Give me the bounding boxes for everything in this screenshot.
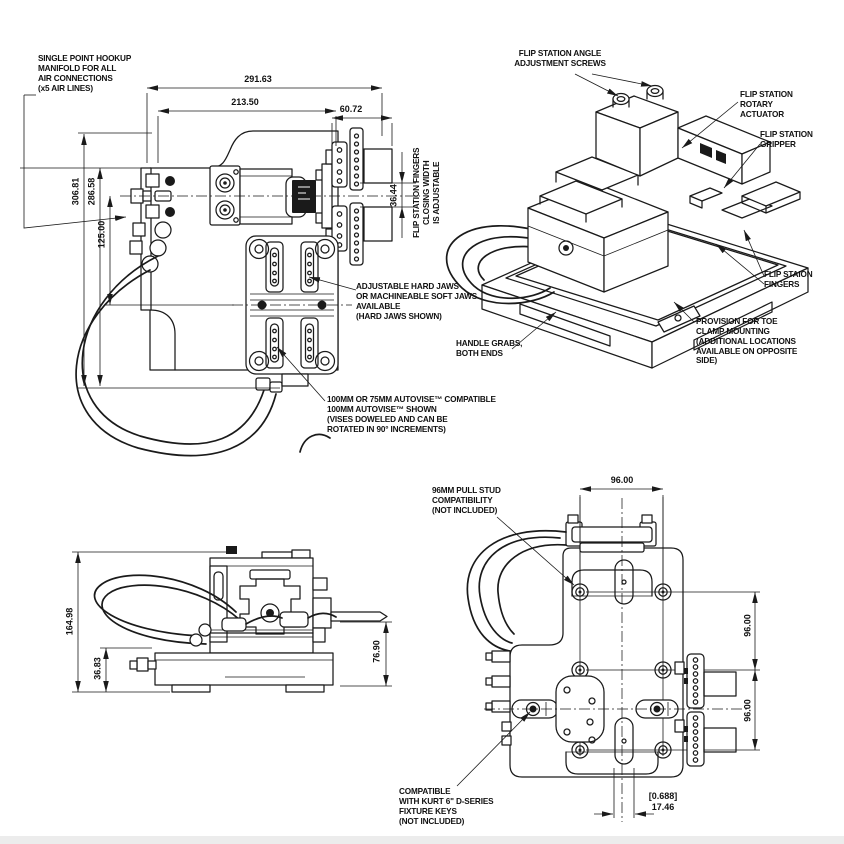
bottom-left-fittings — [485, 650, 512, 746]
dim-center-spacing: 125.00 — [96, 220, 107, 249]
callout-fingers-width-text: FLIP STATION FINGERS CLOSING WIDTH IS AD… — [412, 147, 441, 238]
air-tubes — [75, 255, 331, 457]
angle-adjustment-screws — [612, 84, 664, 108]
bottom-manifold — [565, 514, 657, 553]
gripper-label-band — [292, 180, 316, 213]
front-dimension-lines — [20, 85, 416, 389]
centerlines-bottom — [484, 498, 748, 822]
dim-side-overall-height: 164.98 — [64, 607, 75, 636]
iso-gripper — [677, 115, 771, 185]
side-tubes — [93, 574, 337, 647]
dim-side-base-height: 36.83 — [92, 657, 103, 680]
side-dimension-lines — [72, 551, 392, 693]
dim-side-arm-height: 76.90 — [371, 640, 382, 663]
side-base — [129, 652, 334, 693]
dim-stud-spacing-y2: 96.00 — [742, 699, 753, 722]
callout-handle-grabs: HANDLE GRABS, BOTH ENDS — [456, 339, 523, 358]
kurt-key-feature — [555, 675, 605, 744]
callout-gripper: FLIP STATION GRIPPER — [760, 130, 813, 149]
dim-key-width-mm: 17.46 — [651, 802, 675, 812]
bottom-view — [456, 486, 760, 822]
bottom-plate — [509, 547, 684, 778]
callout-adjustable-jaws: ADJUSTABLE HARD JAWS OR MACHINEABLE SOFT… — [356, 282, 478, 321]
air-fittings — [129, 173, 175, 273]
front-view — [20, 85, 420, 457]
iso-baseplate — [481, 214, 809, 369]
iso-leader-lines — [511, 73, 765, 350]
iso-rotary-actuator — [595, 84, 679, 177]
bottom-tubes — [466, 530, 567, 652]
callout-pull-stud: 96MM PULL STUD COMPATIBILITY (NOT INCLUD… — [432, 486, 501, 515]
dim-key-width-in: [0.688] — [648, 791, 678, 801]
centerlines-front — [120, 195, 420, 306]
gripper-assembly — [209, 163, 333, 229]
dim-overall-width: 291.63 — [244, 74, 272, 84]
callout-flip-fingers: FLIP STAION FINGERS — [764, 270, 813, 289]
iso-fingers — [689, 181, 801, 219]
pull-stud-holes — [571, 497, 760, 759]
flip-fingers-front — [325, 127, 393, 266]
side-body — [209, 546, 388, 654]
dim-finger-gap: 36.44 — [388, 184, 399, 207]
callout-rotary-actuator: FLIP STATION ROTARY ACTUATOR — [740, 90, 793, 119]
callout-autovise: 100MM OR 75MM AUTOVISE™ COMPATIBLE 100MM… — [327, 395, 496, 434]
footer-strip — [0, 836, 844, 844]
callout-fixture-keys: COMPATIBLE WITH KURT 6" D-SERIES FIXTURE… — [399, 787, 494, 826]
dim-body-height: 286.58 — [86, 177, 97, 206]
callout-single-point-hookup: SINGLE POINT HOOKUP MANIFOLD FOR ALL AIR… — [38, 54, 132, 93]
dim-stud-spacing-x: 96.00 — [610, 475, 634, 485]
bottom-dimension-lines — [579, 486, 758, 818]
callout-toe-clamp: PROVISION FOR TOE CLAMP MOUNTING (ADDITI… — [696, 317, 798, 366]
side-view — [72, 546, 392, 693]
iso-view — [445, 73, 809, 369]
bottom-finger-connectors — [674, 653, 737, 767]
dim-finger-extension: 60.72 — [339, 104, 363, 114]
callout-angle-screws: FLIP STATION ANGLE ADJUSTMENT SCREWS — [514, 49, 606, 68]
bottom-leader-lines — [456, 516, 575, 787]
dim-stud-spacing-y1: 96.00 — [742, 614, 753, 637]
front-leader-lines — [23, 94, 357, 402]
dim-overall-height: 306.81 — [70, 177, 81, 206]
iso-vise — [527, 156, 669, 293]
dim-body-width: 213.50 — [231, 97, 259, 107]
